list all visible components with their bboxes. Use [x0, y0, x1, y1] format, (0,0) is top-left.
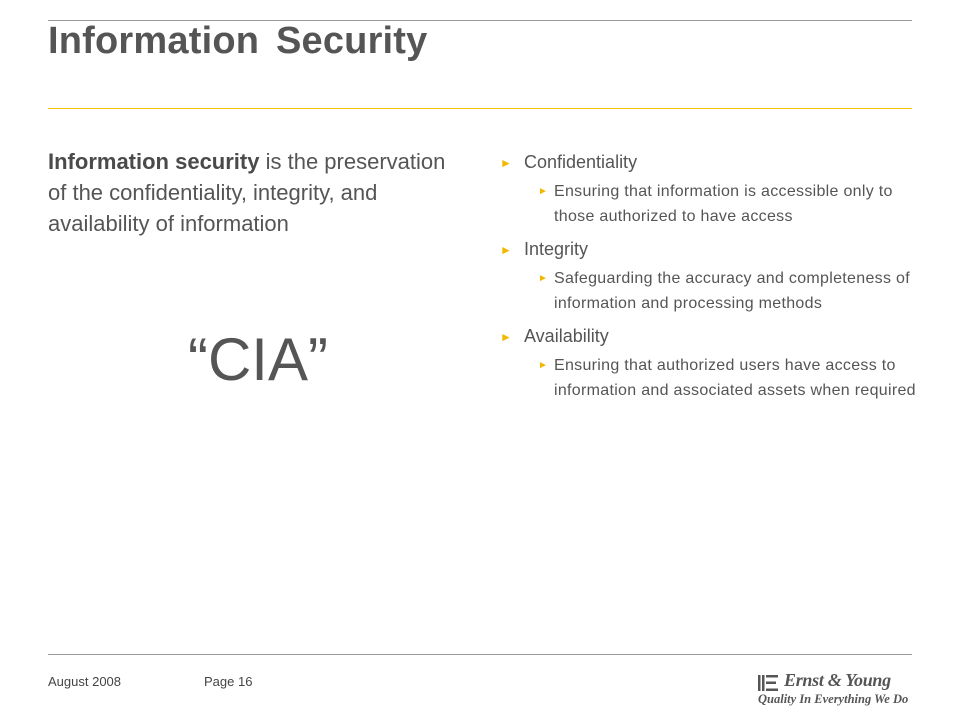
sub-bullet-arrow-icon: ►: [538, 186, 549, 197]
top-rule: [48, 20, 912, 21]
definition-body: is the preservation of the confidentiali…: [48, 149, 446, 236]
cia-acronym: “CIA”: [188, 326, 328, 393]
bullet-availability: ► Availability: [500, 324, 920, 348]
bullet-integrity: ► Integrity: [500, 237, 920, 261]
footer-date: August 2008: [48, 674, 122, 689]
bullet-arrow-icon: ►: [500, 243, 512, 257]
sub-bullet-text: Ensuring that information is accessible …: [554, 183, 893, 225]
logo-wordmark: Ernst & Young: [784, 670, 891, 690]
bullet-confidentiality: ► Confidentiality: [500, 150, 920, 174]
sub-bullet-arrow-icon: ►: [538, 273, 549, 284]
definition-term: Information security: [48, 149, 260, 174]
bullet-arrow-icon: ►: [500, 330, 512, 344]
company-logo: Ernst & Young Quality In Everything We D…: [758, 668, 918, 712]
slide-title: Information Security: [48, 20, 428, 62]
sub-bullet-availability: ► Ensuring that authorized users have ac…: [538, 353, 920, 403]
footer-rule: [48, 654, 912, 655]
sub-bullet-text: Safeguarding the accuracy and completene…: [554, 270, 910, 312]
page-number: Page 16: [204, 674, 253, 689]
bullet-label: Availability: [524, 326, 609, 346]
sub-bullet-integrity: ► Safeguarding the accuracy and complete…: [538, 266, 920, 316]
sub-bullet-confidentiality: ► Ensuring that information is accessibl…: [538, 179, 920, 229]
sub-bullet-arrow-icon: ►: [538, 360, 549, 371]
bullet-arrow-icon: ►: [500, 156, 512, 170]
cia-bullet-list: ► Confidentiality ► Ensuring that inform…: [500, 150, 920, 403]
bullet-label: Integrity: [524, 239, 589, 259]
title-underline: [48, 108, 912, 109]
logo-tagline: Quality In Everything We Do: [758, 692, 909, 706]
sub-bullet-text: Ensuring that authorized users have acce…: [554, 357, 916, 399]
bullet-label: Confidentiality: [524, 152, 638, 172]
definition-text: Information security is the preservation…: [48, 146, 468, 239]
ey-mark-icon: [758, 675, 778, 691]
